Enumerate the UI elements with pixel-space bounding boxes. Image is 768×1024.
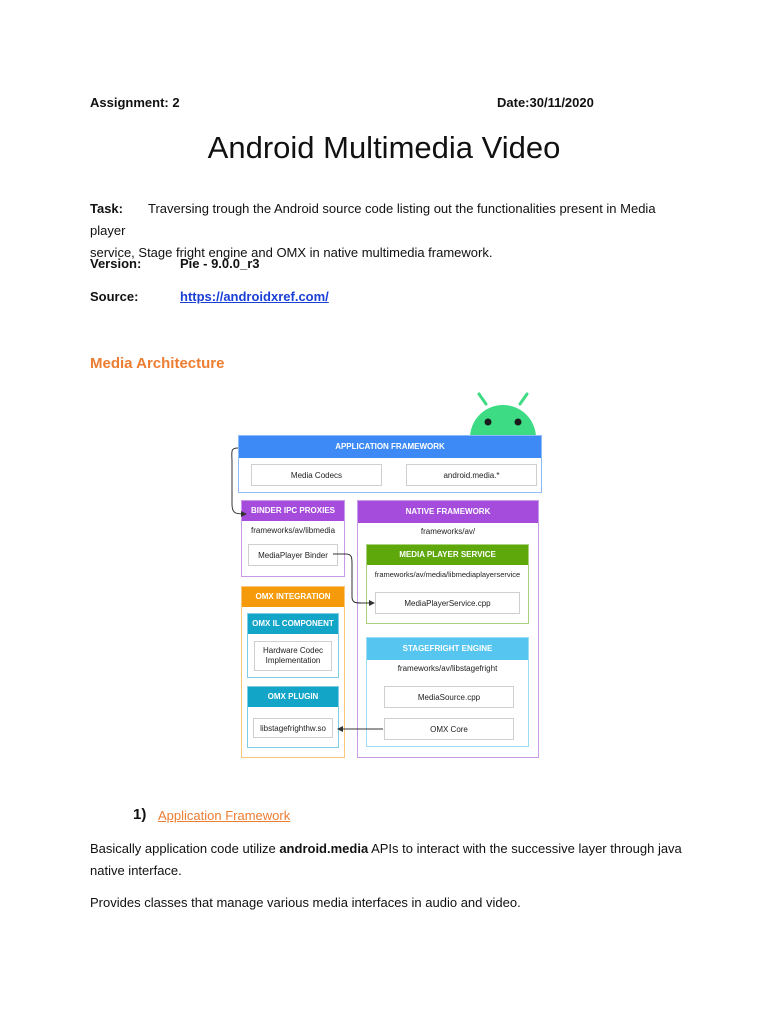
hardware-codec-box: Hardware Codec Implementation: [254, 641, 332, 671]
paragraph-2: Provides classes that manage various med…: [90, 895, 521, 910]
media-player-service-path: frameworks/av/media/libmediaplayerservic…: [374, 570, 521, 579]
subsection-title-link[interactable]: Application Framework: [158, 808, 291, 823]
omx-il-component-box: OMX IL COMPONENT Hardware Codec Implemen…: [247, 613, 339, 678]
subsection-number: 1): [133, 806, 147, 823]
paragraph-1-bold: android.media: [279, 841, 369, 856]
binder-ipc-path: frameworks/av/libmedia: [250, 526, 336, 535]
source-label: Source:: [90, 289, 139, 304]
app-framework-title: APPLICATION FRAMEWORK: [239, 436, 541, 458]
hardware-codec-line-1: Hardware Codec: [262, 646, 324, 655]
assignment-label: Assignment: 2: [90, 95, 180, 110]
android-robot-icon: [470, 392, 536, 438]
app-to-binder-arrow: [231, 447, 247, 517]
native-framework-title: NATIVE FRAMEWORK: [358, 501, 538, 523]
task-block: Task: Traversing trough the Android sour…: [90, 198, 690, 264]
date-label: Date:30/11/2020: [497, 95, 594, 110]
paragraph-1-part-2: APIs to interact with the successive lay…: [368, 841, 682, 856]
omx-plugin-title: OMX PLUGIN: [248, 687, 338, 707]
omx-plugin-box: OMX PLUGIN libstagefrighthw.so: [247, 686, 339, 748]
media-codecs-box: Media Codecs: [251, 464, 382, 486]
hardware-codec-line-2: Implementation: [265, 656, 321, 665]
architecture-diagram: APPLICATION FRAMEWORK Media Codecs andro…: [228, 392, 548, 764]
native-framework-box: NATIVE FRAMEWORK frameworks/av/: [357, 500, 539, 758]
paragraph-1: Basically application code utilize andro…: [90, 838, 710, 882]
page-title: Android Multimedia Video: [207, 130, 561, 165]
task-line-1: Traversing trough the Android source cod…: [90, 201, 656, 238]
mediaplayer-binder-box: MediaPlayer Binder: [248, 544, 338, 566]
version-label: Version:: [90, 256, 142, 271]
media-source-box: MediaSource.cpp: [384, 686, 514, 708]
binder-ipc-title: BINDER IPC PROXIES: [242, 501, 344, 521]
paragraph-1-part-1: Basically application code utilize: [90, 841, 280, 856]
media-player-service-box: MEDIA PLAYER SERVICE frameworks/av/media…: [366, 544, 529, 624]
app-framework-box: APPLICATION FRAMEWORK Media Codecs andro…: [238, 435, 542, 493]
android-media-box: android.media.*: [406, 464, 537, 486]
native-framework-path: frameworks/av/: [420, 527, 476, 536]
task-label: Task:: [90, 201, 123, 216]
source-link[interactable]: https://androidxref.com/: [180, 289, 329, 304]
libstagefrighthw-box: libstagefrighthw.so: [253, 718, 333, 738]
stagefright-engine-path: frameworks/av/libstagefright: [397, 664, 498, 673]
binder-to-service-arrow: [333, 553, 375, 606]
version-value: Pie - 9.0.0_r3: [180, 256, 260, 271]
omx-integration-box: OMX INTEGRATION: [241, 586, 345, 758]
omx-integration-title: OMX INTEGRATION: [242, 587, 344, 607]
binder-ipc-box: BINDER IPC PROXIES frameworks/av/libmedi…: [241, 500, 345, 577]
connector-arrows: [231, 447, 383, 732]
paragraph-1-line-2: native interface.: [90, 863, 182, 878]
media-player-service-file: MediaPlayerService.cpp: [375, 592, 520, 614]
omx-core-box: OMX Core: [384, 718, 514, 740]
media-player-service-title: MEDIA PLAYER SERVICE: [367, 545, 528, 565]
stagefright-engine-box: STAGEFRIGHT ENGINE frameworks/av/libstag…: [366, 637, 529, 747]
section-heading: Media Architecture: [90, 355, 225, 372]
omx-il-component-title: OMX IL COMPONENT: [248, 614, 338, 634]
stagefright-engine-title: STAGEFRIGHT ENGINE: [367, 638, 528, 660]
task-line-2: service, Stage fright engine and OMX in …: [90, 245, 493, 260]
